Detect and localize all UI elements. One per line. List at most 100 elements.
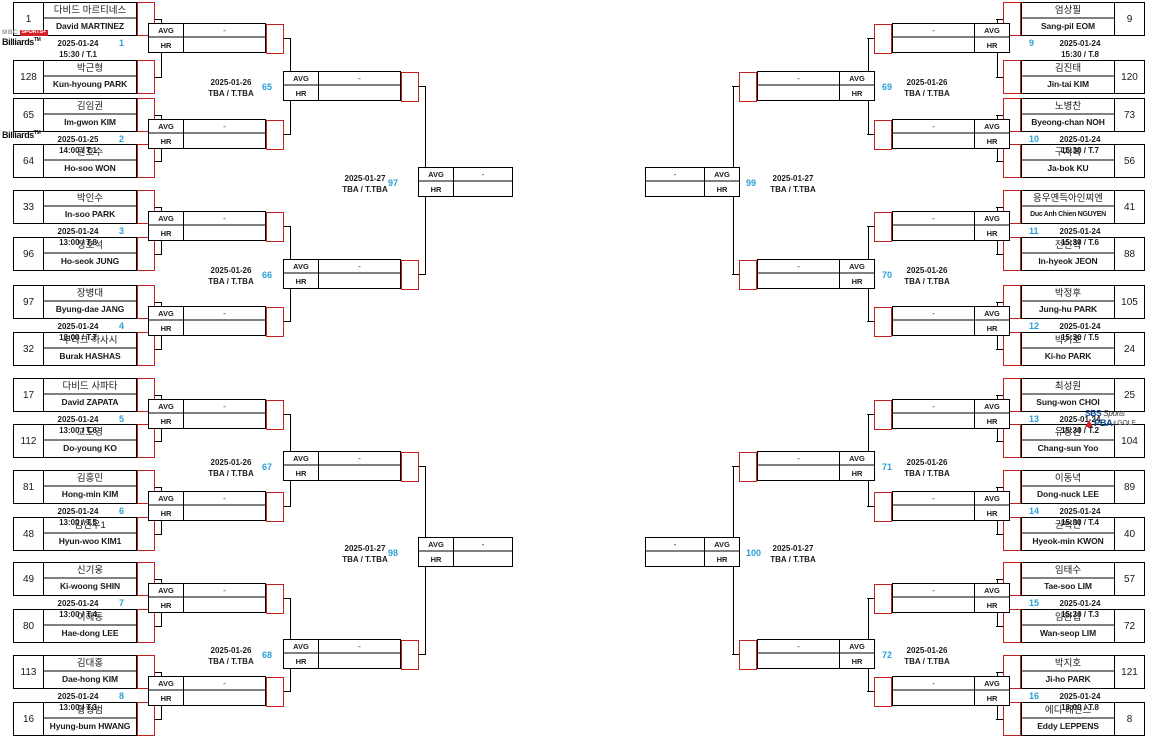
winner-slot[interactable] <box>137 237 155 271</box>
winner-slot[interactable] <box>739 640 757 670</box>
match-number[interactable]: 70 <box>882 270 893 280</box>
match-number[interactable]: 8 <box>119 691 125 701</box>
winner-slot[interactable] <box>266 492 284 522</box>
winner-slot[interactable] <box>266 584 284 614</box>
match-number[interactable]: 68 <box>262 650 273 660</box>
match-number[interactable]: 99 <box>746 178 757 188</box>
winner-slot[interactable] <box>1003 237 1021 271</box>
match-number[interactable]: 4 <box>119 321 125 331</box>
match-number[interactable]: 12 <box>1029 321 1040 331</box>
winner-slot[interactable] <box>137 60 155 94</box>
match-number[interactable]: 11 <box>1029 226 1039 236</box>
winner-slot[interactable] <box>266 120 284 150</box>
winner-slot[interactable] <box>1003 60 1021 94</box>
match-number[interactable]: 7 <box>119 598 125 608</box>
match-number[interactable]: 67 <box>262 462 273 472</box>
winner-slot[interactable] <box>1003 332 1021 366</box>
match-number[interactable]: 16 <box>1029 691 1040 701</box>
winner-slot[interactable] <box>1003 517 1021 551</box>
winner-slot[interactable] <box>137 609 155 643</box>
winner-slot[interactable] <box>401 452 419 482</box>
winner-slot[interactable] <box>874 492 892 522</box>
match-number[interactable]: 13 <box>1029 414 1040 424</box>
match-number[interactable]: 65 <box>262 82 273 92</box>
match-number[interactable]: 97 <box>388 178 399 188</box>
winner-slot[interactable] <box>266 212 284 242</box>
winner-slot[interactable] <box>401 640 419 670</box>
match-number[interactable]: 15 <box>1029 598 1040 608</box>
winner-slot[interactable] <box>266 307 284 337</box>
match-number[interactable]: 66 <box>262 270 273 280</box>
winner-slot[interactable] <box>1003 609 1021 643</box>
winner-slot[interactable] <box>266 677 284 707</box>
winner-slot[interactable] <box>266 24 284 54</box>
winner-slot[interactable] <box>874 307 892 337</box>
winner-slot[interactable] <box>137 424 155 458</box>
winner-slot[interactable] <box>1003 144 1021 178</box>
winner-slot[interactable] <box>1003 424 1021 458</box>
winner-slot[interactable] <box>739 452 757 482</box>
match-number[interactable]: 100 <box>746 548 762 558</box>
match-number[interactable]: 6 <box>119 506 125 516</box>
winner-slot[interactable] <box>874 584 892 614</box>
match-number[interactable]: 69 <box>882 82 893 92</box>
winner-slot[interactable] <box>874 120 892 150</box>
winner-slot[interactable] <box>1003 702 1021 736</box>
match-number[interactable]: 14 <box>1029 506 1040 516</box>
match-number[interactable]: 10 <box>1029 134 1040 144</box>
winner-slot[interactable] <box>874 677 892 707</box>
match-number[interactable]: 98 <box>388 548 399 558</box>
winner-slot[interactable] <box>137 144 155 178</box>
winner-slot[interactable] <box>266 400 284 430</box>
winner-slot[interactable] <box>137 517 155 551</box>
winner-slot[interactable] <box>137 702 155 736</box>
match-number[interactable]: 71 <box>882 462 893 472</box>
winner-slot[interactable] <box>137 332 155 366</box>
